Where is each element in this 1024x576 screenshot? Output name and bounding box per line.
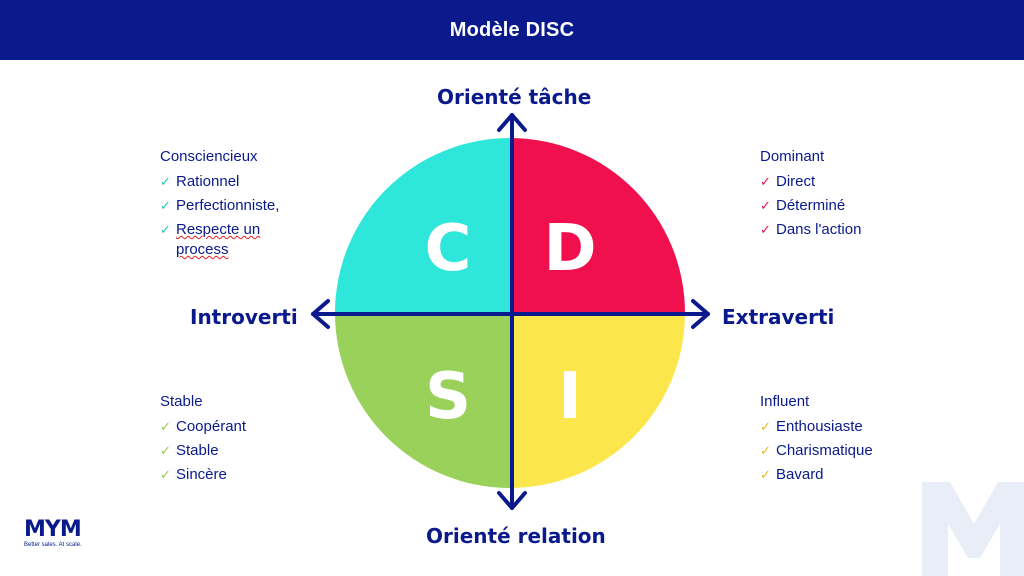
check-icon: ✓ (160, 222, 171, 237)
arrow-up-icon (497, 113, 527, 132)
logo-tagline: Better sales. At scale. (24, 542, 82, 548)
trait-group-influent: Influent ✓ Enthousiaste ✓ Charismatique ✓ B… (760, 390, 873, 487)
axis-label-right: Extraverti (722, 305, 835, 329)
check-icon: ✓ (160, 419, 171, 434)
trait-item: ✓ Dans l'action (760, 218, 861, 242)
brand-logo: MYM Better sales. At scale. (24, 519, 82, 549)
trait-group-title: Stable (160, 393, 203, 410)
trait-item-label: Respecte un process (176, 221, 261, 258)
check-icon: ✓ (160, 443, 171, 458)
trait-group-title: Influent (760, 393, 810, 410)
check-icon: ✓ (760, 467, 771, 482)
check-icon: ✓ (760, 198, 771, 213)
axis-label-bottom: Orienté relation (426, 524, 606, 548)
trait-item-label: Rationnel (176, 173, 240, 190)
trait-item: ✓ Coopérant (160, 415, 246, 439)
check-icon: ✓ (160, 174, 171, 189)
arrow-left-icon (311, 299, 330, 329)
trait-item-label: Bavard (776, 466, 824, 483)
quadrant-d (510, 138, 685, 313)
trait-item-label: Dans l'action (776, 221, 862, 238)
horizontal-axis (311, 299, 710, 329)
check-icon: ✓ (160, 467, 171, 482)
trait-item-label: Enthousiaste (776, 418, 863, 435)
arrow-right-icon (691, 299, 710, 329)
page-title: Modèle DISC (449, 18, 575, 41)
arrow-down-icon (497, 491, 527, 510)
trait-item: ✓ Déterminé (760, 194, 861, 218)
quadrant-c (335, 138, 510, 313)
trait-group-stable: Stable ✓ Coopérant ✓ Stable ✓ Sincère (160, 390, 246, 487)
check-icon: ✓ (760, 419, 771, 434)
quadrant-i (510, 313, 685, 488)
trait-item-label: Stable (176, 442, 219, 459)
trait-item-label: Charismatique (776, 442, 873, 459)
check-icon: ✓ (760, 443, 771, 458)
check-icon: ✓ (760, 222, 771, 237)
trait-group-title: Dominant (760, 148, 825, 165)
vertical-axis (497, 113, 527, 510)
trait-group-dominant: Dominant ✓ Direct ✓ Déterminé ✓ Dans l'acti… (760, 145, 861, 242)
trait-item: ✓ Rationnel (160, 170, 279, 194)
trait-item-label: Direct (776, 173, 816, 190)
axis-label-top: Orienté tâche (437, 85, 592, 109)
trait-item: ✓ Charismatique (760, 439, 873, 463)
trait-item: ✓ Sincère (160, 463, 246, 487)
check-icon: ✓ (760, 174, 771, 189)
title-bar: Modèle DISC (0, 0, 1024, 60)
quadrant-s (335, 313, 510, 488)
trait-group-title: Consciencieux (160, 148, 258, 165)
quadrant-letter-c: C (425, 212, 472, 286)
axis-label-left: Introverti (190, 305, 298, 329)
check-icon: ✓ (160, 198, 171, 213)
quadrant-letter-s: S (425, 360, 471, 434)
trait-item: ✓ Bavard (760, 463, 873, 487)
trait-item-label: Sincère (176, 466, 227, 483)
trait-group-conscientious: Consciencieux ✓ Rationnel ✓ Perfectionnist… (160, 145, 279, 262)
trait-item: ✓ Enthousiaste (760, 415, 873, 439)
trait-item: ✓ Perfectionniste, (160, 194, 279, 218)
quadrant-letter-i: I (558, 360, 582, 434)
trait-item: ✓ Direct (760, 170, 861, 194)
logo-wordmark: MYM (24, 517, 82, 542)
trait-item-label: Déterminé (776, 197, 846, 214)
trait-item-label: Perfectionniste, (176, 197, 280, 214)
quadrant-letter-d: D (543, 212, 596, 286)
watermark-m-icon (922, 482, 1024, 576)
trait-item: ✓ Respecte un process (160, 218, 279, 262)
trait-item: ✓ Stable (160, 439, 246, 463)
trait-item-label: Coopérant (176, 418, 247, 435)
